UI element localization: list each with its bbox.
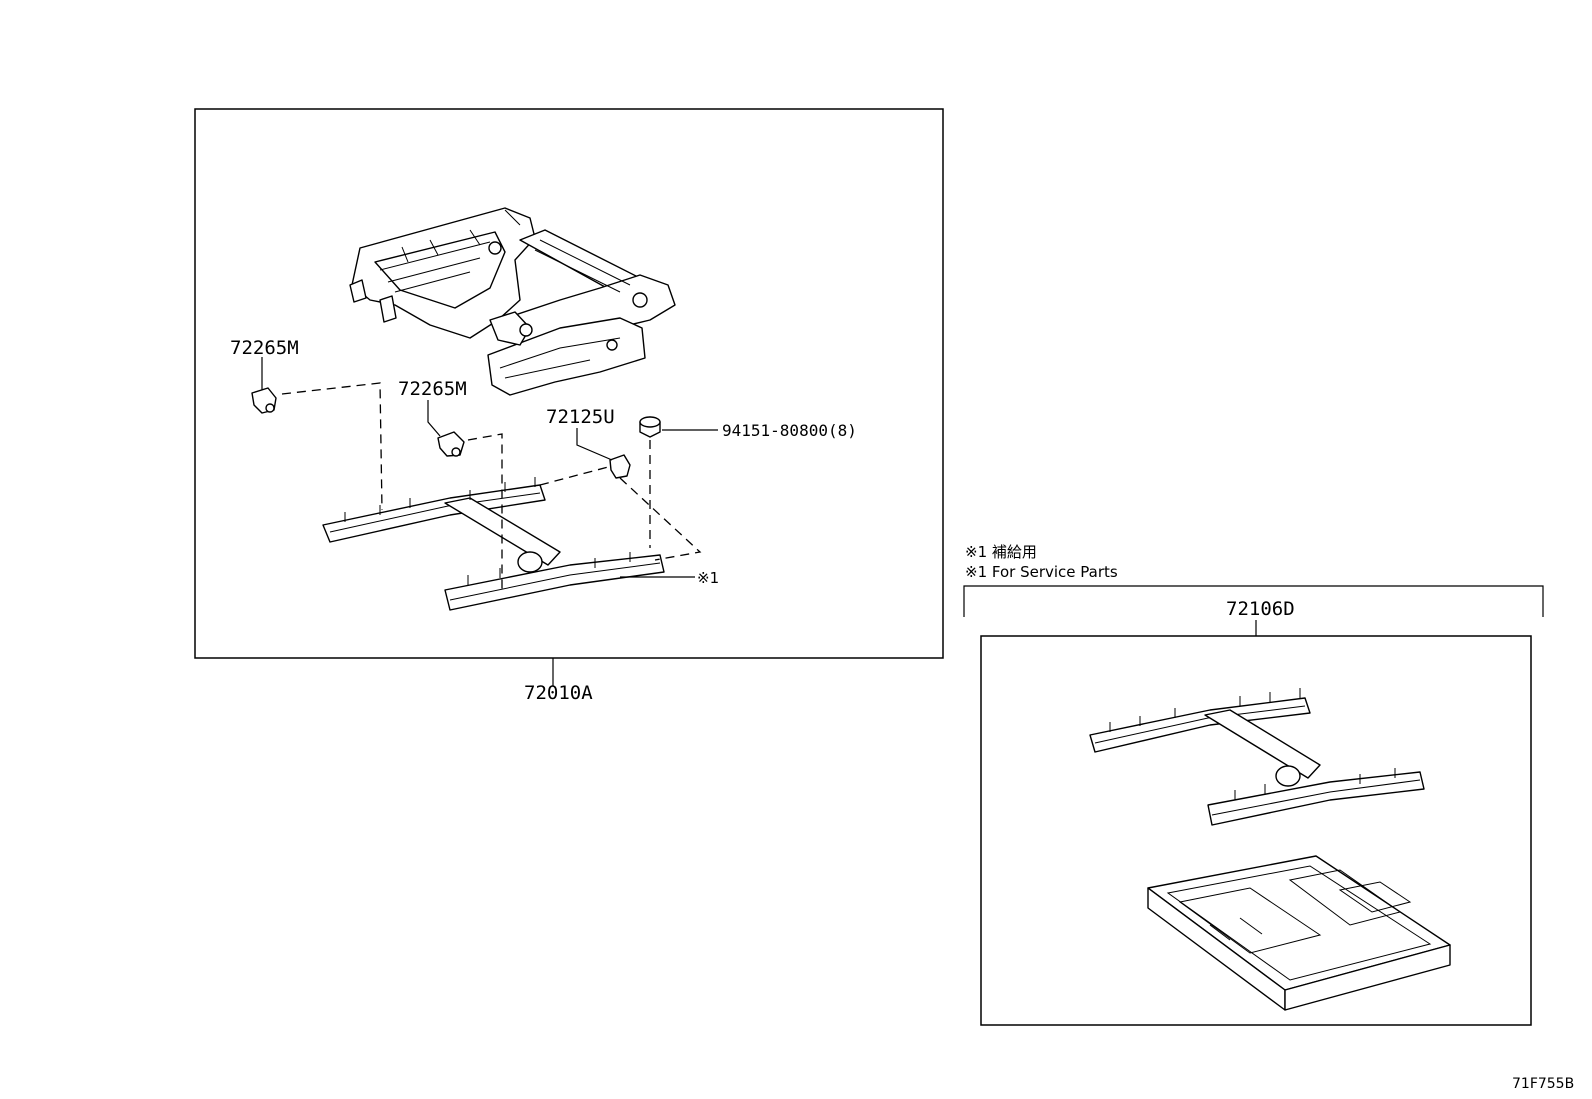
service-tray-illustration	[1147, 855, 1451, 1011]
dashed-line-right	[619, 477, 702, 561]
label-note-mark: ※1	[697, 569, 719, 587]
nut-illustration	[639, 416, 661, 438]
dashed-line-rail	[539, 465, 613, 486]
diagram-code: 71F755B	[1512, 1076, 1574, 1092]
cover-center-illustration	[437, 431, 465, 457]
label-cover-right: 72125U	[546, 406, 615, 428]
label-service-assy: 72106D	[1226, 598, 1295, 620]
label-cover-left: 72265M	[230, 337, 299, 359]
dashed-line-center	[467, 433, 503, 590]
service-rails-illustration	[1089, 688, 1425, 826]
dashed-line-left	[281, 382, 383, 511]
main-assembly-frame	[194, 108, 944, 659]
service-note-jp: ※1 補給用	[965, 543, 1037, 561]
service-bracket	[963, 585, 1544, 617]
label-nut: 94151-80800(8)	[722, 421, 857, 440]
service-note-en: ※1 For Service Parts	[965, 563, 1118, 581]
label-cover-center: 72265M	[398, 378, 467, 400]
leader-cover-center	[427, 400, 441, 437]
service-parts-frame	[980, 635, 1532, 1026]
seat-cushion-frame-illustration	[349, 207, 676, 396]
label-main-assy: 72010A	[524, 682, 593, 704]
seat-track-rails-illustration	[322, 477, 665, 611]
cover-right-illustration	[609, 454, 631, 479]
leader-cover-right	[576, 428, 613, 461]
cover-left-illustration	[251, 387, 277, 414]
